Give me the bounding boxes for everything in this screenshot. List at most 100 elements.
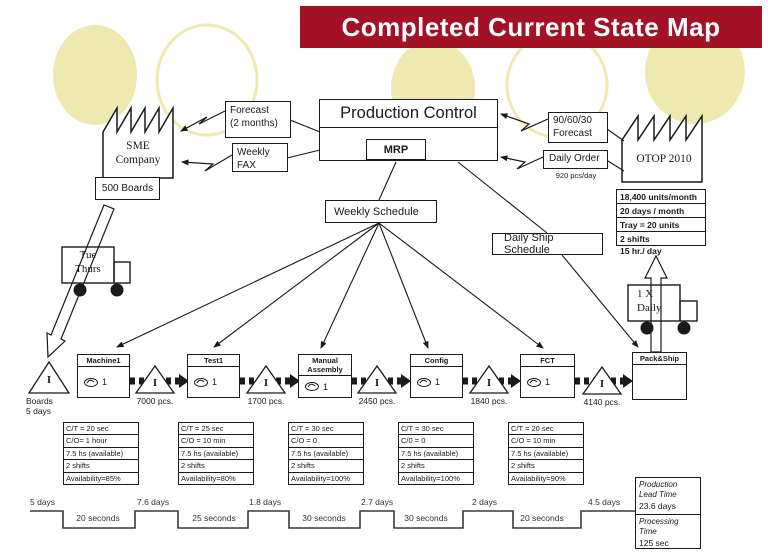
data-row: 2 shifts (508, 459, 584, 473)
process-box-test1: Test1 1 (187, 354, 240, 398)
inventory-label: 2450 pcs. (358, 396, 396, 406)
data-row: C/T = 25 sec (178, 422, 254, 436)
process-box-machine1: Machine1 1 (77, 354, 130, 398)
demand-box: 18,400 units/month 20 days / month Tray … (616, 189, 706, 246)
process-name: Pack&Ship (633, 353, 686, 365)
data-row: Availability=90% (508, 471, 584, 485)
inventory-symbol: I (46, 374, 52, 386)
process-name: Manual Assembly (299, 355, 351, 376)
data-box-test1: C/T = 25 sec C/O = 10 min 7.5 hs (availa… (178, 422, 254, 485)
data-row: C/T = 30 sec (398, 422, 474, 436)
truck-left-icon (61, 246, 131, 297)
shipping-up-arrow (644, 254, 668, 353)
process-name: Machine1 (78, 355, 129, 367)
demand-row: 2 shifts (616, 231, 706, 246)
inventory-label-line1: Boards (26, 396, 53, 406)
data-row: 2 shifts (398, 459, 474, 473)
fax-line2: FAX (237, 160, 256, 171)
inventory-triangles (27, 360, 623, 395)
lead-time-label: Production Lead Time (639, 480, 678, 499)
inventory-symbol: I (599, 378, 605, 390)
data-row: 7.5 hs (available) (398, 446, 474, 461)
process-time: 25 seconds (192, 513, 236, 523)
supplier-name-line1: SME (126, 140, 150, 152)
inventory-label: 7000 pcs. (136, 396, 174, 406)
forecast-to-pc-arrow (500, 113, 549, 132)
data-row: C/T = 30 sec (288, 422, 364, 436)
demand-hours: 15 hr./ day (620, 246, 662, 256)
data-box-config: C/T = 30 sec C/0 = 0 7.5 hs (available) … (398, 422, 474, 485)
process-box-config: Config 1 (410, 354, 463, 398)
inventory-symbol: I (152, 377, 158, 389)
slide-title-banner: Completed Current State Map (300, 6, 762, 48)
truck-right-icon (627, 284, 698, 335)
data-row: C/T = 20 sec (63, 422, 139, 436)
data-row: C/O= 1 hour (63, 434, 139, 448)
truck-left-line2: Thurs (75, 263, 101, 275)
truck-right-line2: Daily (637, 302, 662, 314)
wait-time: 1.8 days (249, 497, 282, 507)
process-name: Test1 (188, 355, 239, 367)
data-box-fct: C/T = 20 sec C/O = 10 min 7.5 hs (availa… (508, 422, 584, 485)
weekly-schedule-box: Weekly Schedule (325, 200, 437, 223)
process-time: 30 seconds (302, 513, 346, 523)
operator-count: 1 (102, 377, 108, 387)
boards-box: 500 Boards (95, 177, 160, 200)
operator-icon (84, 377, 98, 387)
daily-order-qty: 920 pcs/day (555, 171, 597, 180)
inventory-label-line2: 5 days (26, 406, 52, 416)
fax-line1: Weekly (237, 147, 270, 158)
process-box-manual-assembly: Manual Assembly 1 (298, 354, 352, 398)
process-box-pack-ship: Pack&Ship (632, 352, 687, 400)
data-row: Availability=80% (178, 471, 254, 485)
data-row: 7.5 hs (available) (178, 446, 254, 461)
timeline-line (30, 510, 635, 529)
weekly-fax-box: Weekly FAX (232, 143, 288, 172)
slide-title: Completed Current State Map (341, 11, 721, 42)
supplier-shipment-arrow (46, 204, 115, 359)
process-time: 20 seconds (76, 513, 120, 523)
inventory-label: 1840 pcs. (470, 396, 508, 406)
process-time: 20 seconds (520, 513, 564, 523)
inventory-symbol: I (263, 377, 269, 389)
production-control-title: Production Control (320, 100, 497, 128)
customer-factory-icon (621, 113, 703, 183)
data-row: 2 shifts (63, 459, 139, 473)
daily-order-box: Daily Order (543, 150, 608, 169)
inventory-label: 1700 pcs. (247, 396, 285, 406)
data-row: C/0 = 0 (398, 434, 474, 448)
forecast-line2: (2 months) (230, 118, 278, 129)
processing-time-label: Processing Time (639, 517, 679, 536)
operator-icon (417, 377, 431, 387)
wait-time: 4.5 days (588, 497, 621, 507)
boards-label: 500 Boards (101, 183, 154, 194)
process-name: FCT (521, 355, 574, 367)
forecast-line1: Forecast (230, 105, 269, 116)
wait-time: 2.7 days (361, 497, 394, 507)
push-arrowheads (179, 374, 633, 388)
data-box-manual-assembly: C/T = 30 sec C/O = 0 7.5 hs (available) … (288, 422, 364, 485)
data-row: 7.5 hs (available) (508, 446, 584, 461)
data-row: 2 shifts (178, 459, 254, 473)
data-row: 2 shifts (288, 459, 364, 473)
operator-count: 1 (212, 377, 218, 387)
data-row: C/O = 0 (288, 434, 364, 448)
mrp-box: MRP (366, 139, 426, 160)
demand-row: 18,400 units/month (616, 189, 706, 204)
data-row: 7.5 hs (available) (288, 446, 364, 461)
demand-row: 20 days / month (616, 203, 706, 218)
order-to-pc-arrow (500, 155, 544, 170)
zigzag-arrows (180, 110, 549, 172)
data-row: C/O = 10 min (508, 434, 584, 448)
timeline-summary-box: Production Lead Time 23.6 days Processin… (635, 477, 701, 549)
data-row: C/T = 20 sec (508, 422, 584, 436)
wait-time: 7.6 days (137, 497, 170, 507)
operator-icon (527, 377, 541, 387)
operator-count: 1 (435, 377, 441, 387)
lead-time-value: 23.6 days (639, 501, 676, 512)
daily-ship-schedule-box: Daily Ship Schedule (492, 232, 603, 256)
data-row: Availability=100% (398, 471, 474, 485)
customer-forecast-box: 90/60/30 Forecast (548, 112, 608, 143)
forecast-to-supplier-arrow (180, 110, 226, 132)
operator-icon (305, 382, 319, 391)
